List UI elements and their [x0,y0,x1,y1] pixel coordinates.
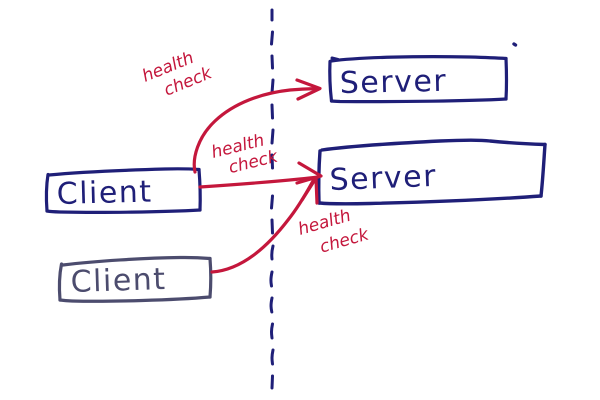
node-client-bottom[interactable] [57,255,213,303]
dot-above-server-top-icon [512,42,518,47]
edge-client-top-to-server-top [192,78,322,174]
edge-client-bottom-to-server-bottom [210,176,319,274]
node-server-top-label: Server [339,64,447,101]
node-client-top[interactable] [44,167,202,214]
node-server-top[interactable] [328,55,509,104]
node-client-top-label: Client [56,174,153,211]
edge-client-top-to-server-bottom [198,161,323,189]
edge-label-1: health check [139,48,215,101]
edge-label-3: health check [296,206,372,258]
boundary-divider [269,8,275,390]
node-client-bottom-label: Client [70,262,167,300]
edge-label-2: health check [209,130,280,178]
node-server-bottom-label: Server [329,159,438,198]
